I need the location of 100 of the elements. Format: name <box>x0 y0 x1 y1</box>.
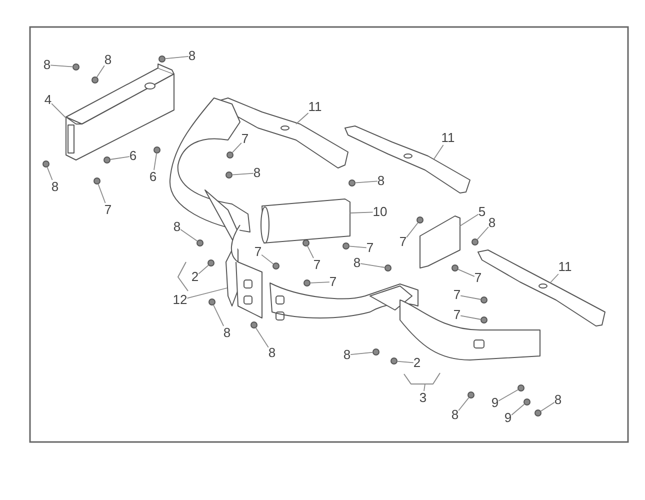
leader-line <box>232 172 254 176</box>
baffle-plate <box>170 98 262 318</box>
fastener <box>226 172 232 178</box>
callout-number: 10 <box>372 205 388 219</box>
callout-number: 6 <box>149 170 157 184</box>
fastener <box>272 262 280 270</box>
fastener <box>534 410 542 416</box>
leader-line <box>164 56 189 60</box>
fastener <box>304 280 310 286</box>
leader-line <box>498 389 519 402</box>
callout-number: 8 <box>268 346 276 360</box>
leader-line <box>180 229 198 242</box>
leader-line <box>50 64 74 68</box>
fastener <box>390 358 398 364</box>
leader-line <box>476 226 489 240</box>
leader-line <box>406 222 419 238</box>
leader-line <box>550 274 559 284</box>
fastener <box>250 322 258 328</box>
callout-number: 8 <box>188 49 196 63</box>
callout-number: 11 <box>441 131 455 145</box>
callout-number: 7 <box>399 235 407 249</box>
leader-line <box>424 384 426 392</box>
callout-number: 12 <box>172 293 188 307</box>
fastener <box>468 392 474 398</box>
leader-line <box>457 268 475 277</box>
callout-number: 11 <box>558 260 572 274</box>
callout-number: 8 <box>43 58 51 72</box>
mounting-bracket <box>66 64 174 160</box>
leader-line <box>434 144 444 160</box>
callout-number: 8 <box>488 216 496 230</box>
fastener <box>384 264 392 272</box>
fastener <box>342 242 350 250</box>
callout-number: 8 <box>353 256 361 270</box>
fastener <box>416 216 424 224</box>
leader-line <box>540 402 555 412</box>
fastener <box>94 178 100 184</box>
callout-number: 8 <box>104 53 112 67</box>
callout-number: 8 <box>223 326 231 340</box>
bracket <box>404 372 440 384</box>
fastener <box>92 76 98 84</box>
callout-number: 7 <box>241 132 249 146</box>
callout-number: 8 <box>554 393 562 407</box>
leader-line <box>460 295 482 300</box>
baffle-tube <box>260 198 350 244</box>
fastener <box>42 160 50 168</box>
fastener <box>524 398 530 406</box>
leader-line <box>46 166 53 180</box>
fastener <box>472 238 478 246</box>
callout-number: 8 <box>173 220 181 234</box>
leader-line <box>460 214 479 226</box>
fastener <box>72 64 80 70</box>
leader-line <box>350 352 374 356</box>
leader-line <box>110 156 130 160</box>
fastener <box>154 146 160 154</box>
callout-number: 9 <box>491 396 499 410</box>
leader-line <box>348 246 367 248</box>
fastener <box>348 180 356 186</box>
leader-line <box>306 245 314 258</box>
fastener <box>104 156 110 164</box>
mounting-bracket <box>420 216 460 268</box>
leader-line <box>186 288 228 299</box>
leader-line <box>255 327 269 348</box>
callout-number: 8 <box>451 408 459 422</box>
fastener <box>452 264 458 272</box>
leader-line <box>296 112 309 124</box>
fastener <box>208 260 214 266</box>
callout-number: 7 <box>366 241 374 255</box>
leader-line <box>350 212 374 214</box>
leader-line <box>460 315 482 320</box>
callout-number: 11 <box>308 100 322 114</box>
leader-line <box>310 282 330 284</box>
fastener <box>226 152 234 158</box>
callout-number: 4 <box>44 93 52 107</box>
leader-line <box>511 403 526 416</box>
callout-number: 7 <box>329 275 337 289</box>
callout-number: 8 <box>253 166 261 180</box>
mower-blade <box>344 126 470 194</box>
leader-line <box>360 263 386 268</box>
leader-line <box>51 103 66 118</box>
callout-number: 2 <box>413 356 421 370</box>
leader-line <box>354 180 378 184</box>
fastener <box>518 384 524 392</box>
fastener <box>480 316 488 324</box>
fastener <box>480 296 488 304</box>
leader-line <box>261 254 274 265</box>
callout-number: 6 <box>129 149 137 163</box>
leader-line <box>458 396 470 411</box>
callout-number: 7 <box>104 203 112 217</box>
callout-number: 5 <box>478 205 486 219</box>
leader-line <box>232 142 242 154</box>
fastener <box>372 348 380 356</box>
fastener <box>196 240 204 246</box>
leader-line <box>96 65 105 78</box>
fastener <box>158 56 166 62</box>
callout-number: 7 <box>313 258 321 272</box>
leader-line <box>198 264 210 274</box>
callout-number: 3 <box>419 391 427 405</box>
callout-number: 8 <box>51 180 59 194</box>
callout-number: 7 <box>453 308 461 322</box>
callout-number: 2 <box>191 270 199 284</box>
